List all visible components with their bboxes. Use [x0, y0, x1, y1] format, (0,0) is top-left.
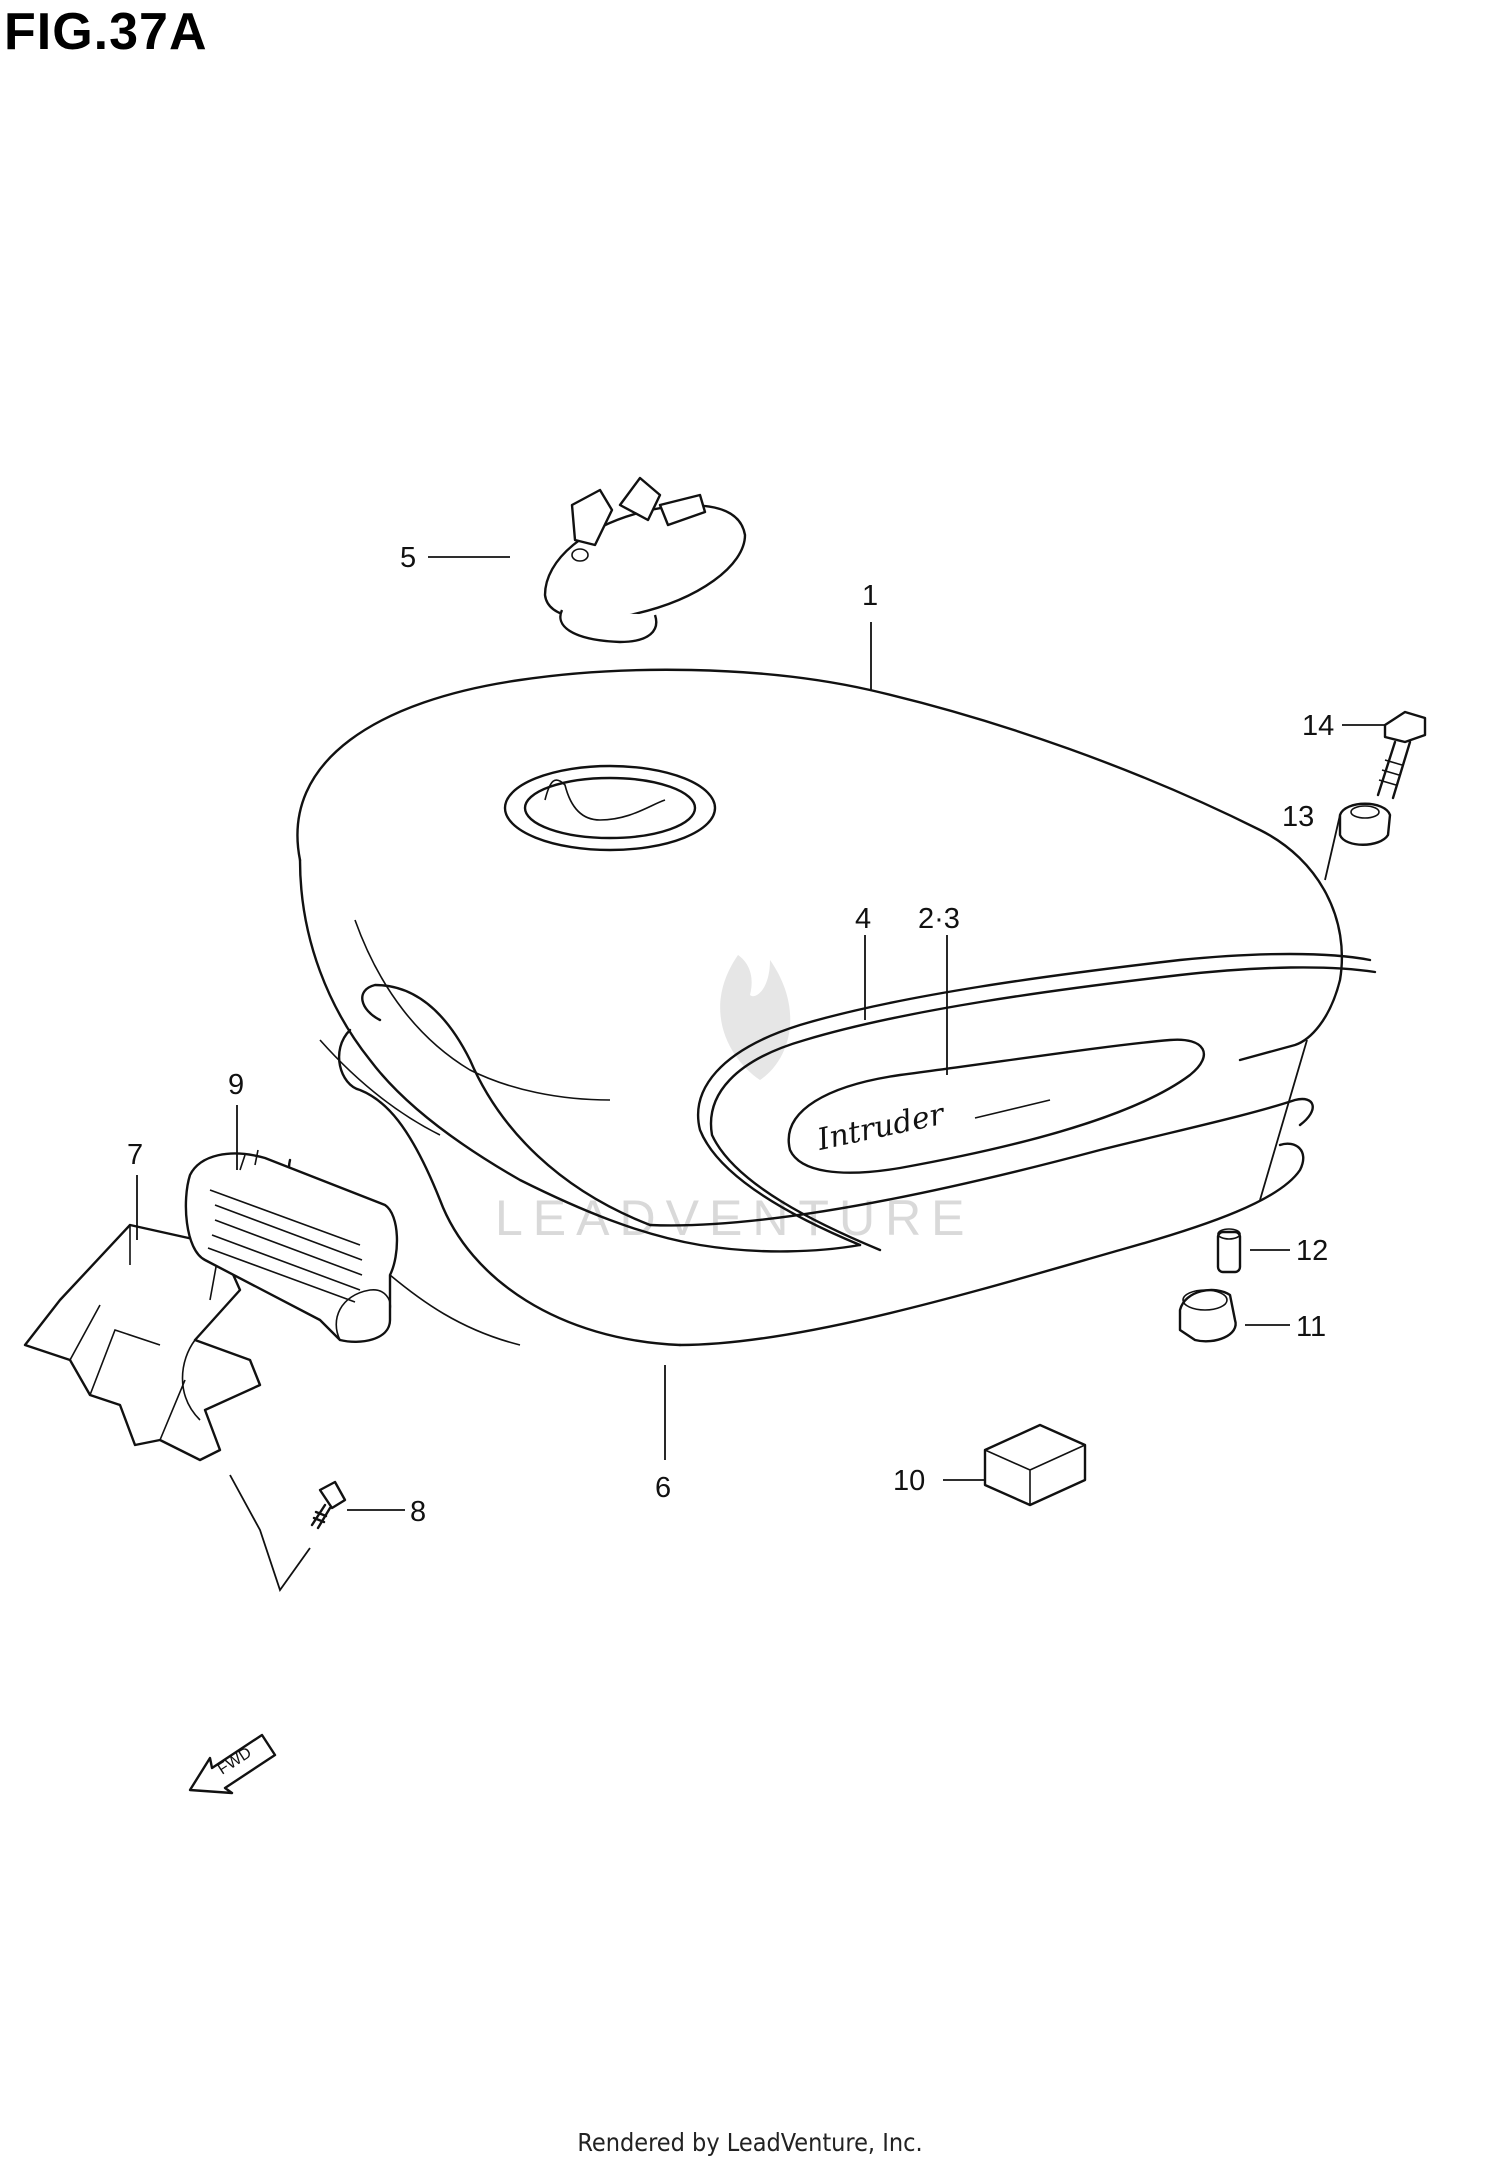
screw[interactable] [229, 1474, 347, 1592]
callout-9: 9 [228, 1069, 244, 1101]
fuel-cap[interactable] [543, 476, 747, 644]
collar[interactable] [1216, 1228, 1242, 1274]
callout-2-3: 2·3 [918, 903, 960, 935]
callout-1: 1 [862, 580, 878, 612]
callout-12: 12 [1296, 1235, 1328, 1267]
fuel-tank[interactable]: Intruder [296, 668, 1377, 1253]
callout-labels: 5 1 14 13 4 2·3 9 7 12 11 6 10 8 [127, 542, 1334, 1528]
washer[interactable] [1338, 802, 1392, 846]
tank-cushion[interactable] [278, 983, 1314, 1347]
watermark: LEADVENTURE [495, 955, 975, 1246]
cushion-pad[interactable] [983, 1423, 1087, 1507]
watermark-text: LEADVENTURE [495, 1190, 975, 1246]
fwd-arrow-icon: FWD [188, 1733, 277, 1795]
figure-title: FIG.37A [4, 3, 208, 61]
callout-6: 6 [655, 1472, 671, 1504]
grommet[interactable] [184, 1149, 399, 1343]
bolt[interactable] [1376, 710, 1427, 800]
callout-8: 8 [410, 1496, 426, 1528]
callout-4: 4 [855, 903, 871, 935]
callout-13: 13 [1282, 801, 1314, 833]
callout-7: 7 [127, 1139, 143, 1171]
footer-credit: Rendered by LeadVenture, Inc. [577, 2128, 923, 2157]
damper[interactable] [1178, 1288, 1237, 1343]
callout-11: 11 [1296, 1311, 1326, 1343]
callout-5: 5 [400, 542, 416, 574]
callout-14: 14 [1302, 710, 1334, 742]
leader-lines [136, 556, 1385, 1511]
callout-10: 10 [893, 1465, 925, 1497]
